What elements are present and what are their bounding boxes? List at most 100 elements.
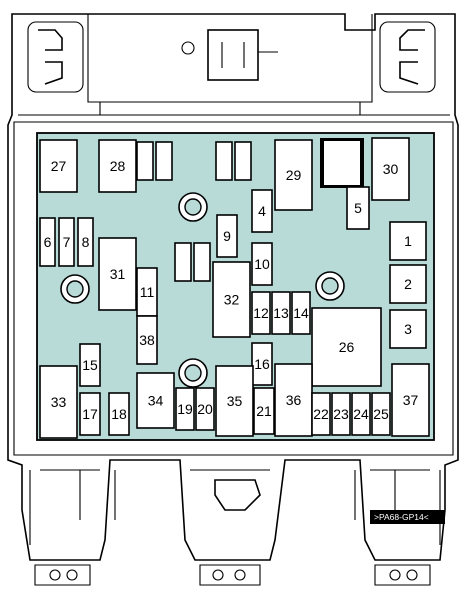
fuse-slot <box>391 363 430 437</box>
fuse-label: 14 <box>293 305 309 321</box>
fuse-slot <box>79 343 101 387</box>
fuse-slot <box>331 392 351 436</box>
fuse-slot <box>251 242 273 286</box>
fuse-label: 8 <box>82 234 90 250</box>
fuse-slot <box>311 307 382 387</box>
fuse-28: 28 <box>98 139 137 193</box>
fuse-3: 3 <box>389 309 427 349</box>
fuse-slot <box>136 315 158 365</box>
fuse-31: 31 <box>98 237 137 311</box>
fuse-label: 29 <box>286 167 302 183</box>
fuse-slot <box>371 137 410 201</box>
fuse-label: 31 <box>110 266 126 282</box>
fuse-slot <box>98 237 137 311</box>
fuse-18: 18 <box>108 392 130 436</box>
code-label: >PA68-GP14< <box>374 512 429 522</box>
fuse-35: 35 <box>215 365 254 437</box>
fuse-label: 1 <box>404 233 412 249</box>
fuse-20: 20 <box>195 387 215 431</box>
fuse-label: 16 <box>254 356 270 372</box>
fuse-21: 21 <box>253 387 275 435</box>
fuse-16: 16 <box>251 342 273 386</box>
fuse-15: 15 <box>79 343 101 387</box>
fuse-30: 30 <box>371 137 410 201</box>
fuse-slot <box>346 186 370 230</box>
fuse-slot <box>215 365 254 437</box>
fuse-slot <box>251 342 273 386</box>
fuse-label: 5 <box>354 200 362 216</box>
fuse-slot <box>77 217 94 267</box>
fuse-label: 13 <box>273 305 289 321</box>
fuse-slot <box>291 291 311 335</box>
housing-outline <box>7 13 459 586</box>
fuse-slot <box>253 387 275 435</box>
fuse-label: 17 <box>82 406 98 422</box>
fuse-label: 10 <box>254 256 270 272</box>
unlabeled-slots <box>136 138 364 282</box>
fuse-slot <box>389 221 427 261</box>
fuse-34: 34 <box>136 372 175 429</box>
fuse-label: 20 <box>197 401 213 417</box>
fuse-1: 1 <box>389 221 427 261</box>
fuse-12: 12 <box>251 291 271 335</box>
fuse-label: 26 <box>339 339 355 355</box>
fuse-5: 5 <box>346 186 370 230</box>
fuse-label: 3 <box>404 321 412 337</box>
fuse-slot <box>351 392 371 436</box>
fuse-37: 37 <box>391 363 430 437</box>
fuse-label: 35 <box>227 393 243 409</box>
fuse-slot <box>389 264 427 304</box>
fuse-9: 9 <box>216 214 238 258</box>
fuse-14: 14 <box>291 291 311 335</box>
fuse-label: 27 <box>51 158 67 174</box>
fuse-slot <box>79 392 101 436</box>
fuse-label: 6 <box>44 234 52 250</box>
fuse-29: 29 <box>274 139 313 211</box>
fuse-label: 12 <box>253 305 269 321</box>
fuse-label: 23 <box>333 406 349 422</box>
fuse-33: 33 <box>39 365 78 439</box>
fuse-slot <box>371 392 391 436</box>
fuse-2: 2 <box>389 264 427 304</box>
fuse-label: 19 <box>177 401 193 417</box>
fuse-slot <box>58 217 75 267</box>
fuse-38: 38 <box>136 315 158 365</box>
fuse-slot <box>39 365 78 439</box>
fuse-label: 25 <box>373 406 389 422</box>
fuse-slot <box>274 139 313 211</box>
fuse-slot <box>39 139 78 193</box>
fuse-23: 23 <box>331 392 351 436</box>
code-label-badge: >PA68-GP14< <box>370 510 445 524</box>
fuse-36: 36 <box>274 363 313 437</box>
fuse-slot <box>212 261 251 338</box>
fuse-label: 32 <box>224 292 240 308</box>
fuse-slot <box>251 189 273 233</box>
fuse-label: 34 <box>148 393 164 409</box>
fuse-6: 6 <box>39 217 56 267</box>
fuse-label: 24 <box>353 406 369 422</box>
fuse-22: 22 <box>311 392 331 436</box>
fuse-label: 33 <box>51 394 67 410</box>
fuse-17: 17 <box>79 392 101 436</box>
fuse-slot <box>98 139 137 193</box>
fuse-label: 2 <box>404 276 412 292</box>
fuse-slot <box>271 291 291 335</box>
fuse-13: 13 <box>271 291 291 335</box>
fuse-label: 18 <box>111 406 127 422</box>
fuse-label: 7 <box>63 234 71 250</box>
fuse-19: 19 <box>175 387 195 431</box>
fuse-label: 15 <box>82 357 98 373</box>
fuse-label: 30 <box>383 161 399 177</box>
fuse-label: 4 <box>258 203 266 219</box>
fuse-slot <box>311 392 331 436</box>
fuse-label: 22 <box>313 406 329 422</box>
fuse-label: 37 <box>403 392 419 408</box>
fuse-26: 26 <box>311 307 382 387</box>
fuse-10: 10 <box>251 242 273 286</box>
fuse-4: 4 <box>251 189 273 233</box>
fuse-label: 28 <box>110 158 126 174</box>
fuse-slot <box>39 217 56 267</box>
fuse-32: 32 <box>212 261 251 338</box>
